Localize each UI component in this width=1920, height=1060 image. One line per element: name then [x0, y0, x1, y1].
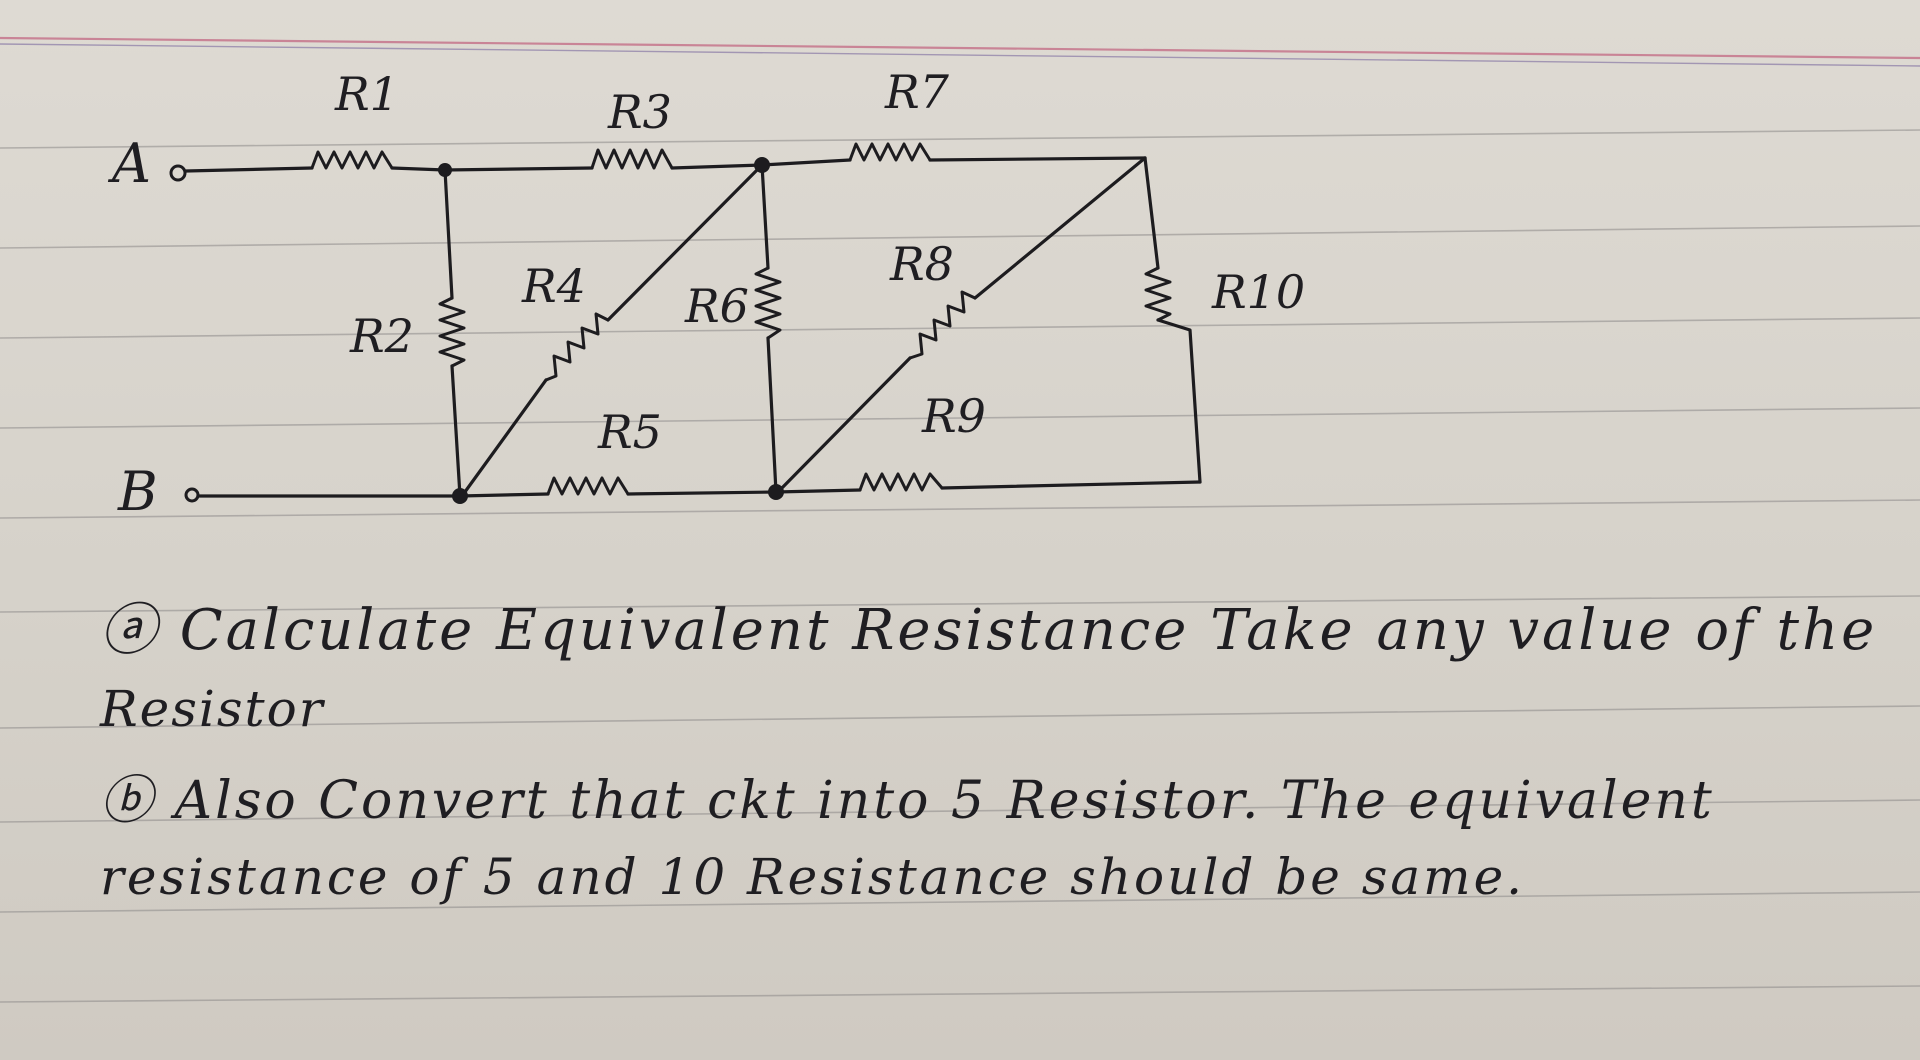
wire-bottom-1 [196, 492, 550, 498]
wire-r8-upper [973, 156, 1147, 300]
wire-bottom-3 [940, 480, 1202, 490]
wire-r2-bottom [450, 364, 462, 498]
node-j3 [452, 488, 468, 504]
resistor-r4-label: R4 [521, 259, 586, 313]
wire-bottom-2 [626, 488, 862, 496]
wire-r2-top [443, 168, 454, 300]
resistor-r1-label: R1 [334, 67, 399, 121]
wire-r10-bottom [1156, 318, 1202, 484]
question-a-line2: Resistor [100, 680, 325, 738]
resistor-r9-label: R9 [921, 389, 986, 443]
terminal-a-label: A [107, 132, 151, 195]
wire-top-2 [390, 166, 594, 172]
wire-r6-bottom [766, 336, 778, 494]
resistor-r6 [754, 266, 782, 340]
wire-top-1 [184, 166, 314, 173]
wire-r8-lower [776, 356, 912, 494]
wire-r6-top [760, 163, 770, 270]
node-j2 [754, 157, 770, 173]
resistor-r7 [848, 142, 932, 162]
resistor-r5-label: R5 [597, 405, 662, 459]
wire-r10-top [1143, 156, 1160, 270]
wire-r4-lower [460, 378, 548, 498]
resistor-r8-label: R8 [889, 237, 954, 291]
resistor-r3-label: R3 [607, 85, 672, 139]
resistor-r10-label: R10 [1211, 265, 1305, 319]
resistor-r1 [310, 150, 394, 170]
terminal-a-dot [169, 164, 187, 182]
resistor-r2-label: R2 [349, 309, 414, 363]
node-j1 [438, 163, 452, 177]
question-a-line1: ⓐ Calculate Equivalent Resistance Take a… [100, 598, 1878, 663]
resistor-r9 [858, 472, 944, 492]
resistor-r7-label: R7 [884, 65, 950, 119]
terminal-b-label: B [117, 460, 158, 523]
resistor-r6-label: R6 [684, 279, 749, 333]
resistor-r8 [908, 290, 977, 360]
wire-top-4 [928, 156, 1147, 162]
question-b-line1: ⓑ Also Convert that ckt into 5 Resistor.… [100, 771, 1715, 831]
wire-r4-upper [606, 163, 764, 322]
resistor-r2 [438, 296, 466, 368]
question-b-line2: resistance of 5 and 10 Resistance should… [100, 848, 1526, 906]
ruled-lines [0, 36, 1920, 1003]
resistor-r4 [544, 312, 610, 382]
resistor-r3 [590, 148, 674, 170]
resistor-r10 [1144, 266, 1172, 322]
terminal-b-dot [184, 487, 200, 503]
resistor-r5 [546, 476, 630, 496]
node-j4 [768, 484, 784, 500]
